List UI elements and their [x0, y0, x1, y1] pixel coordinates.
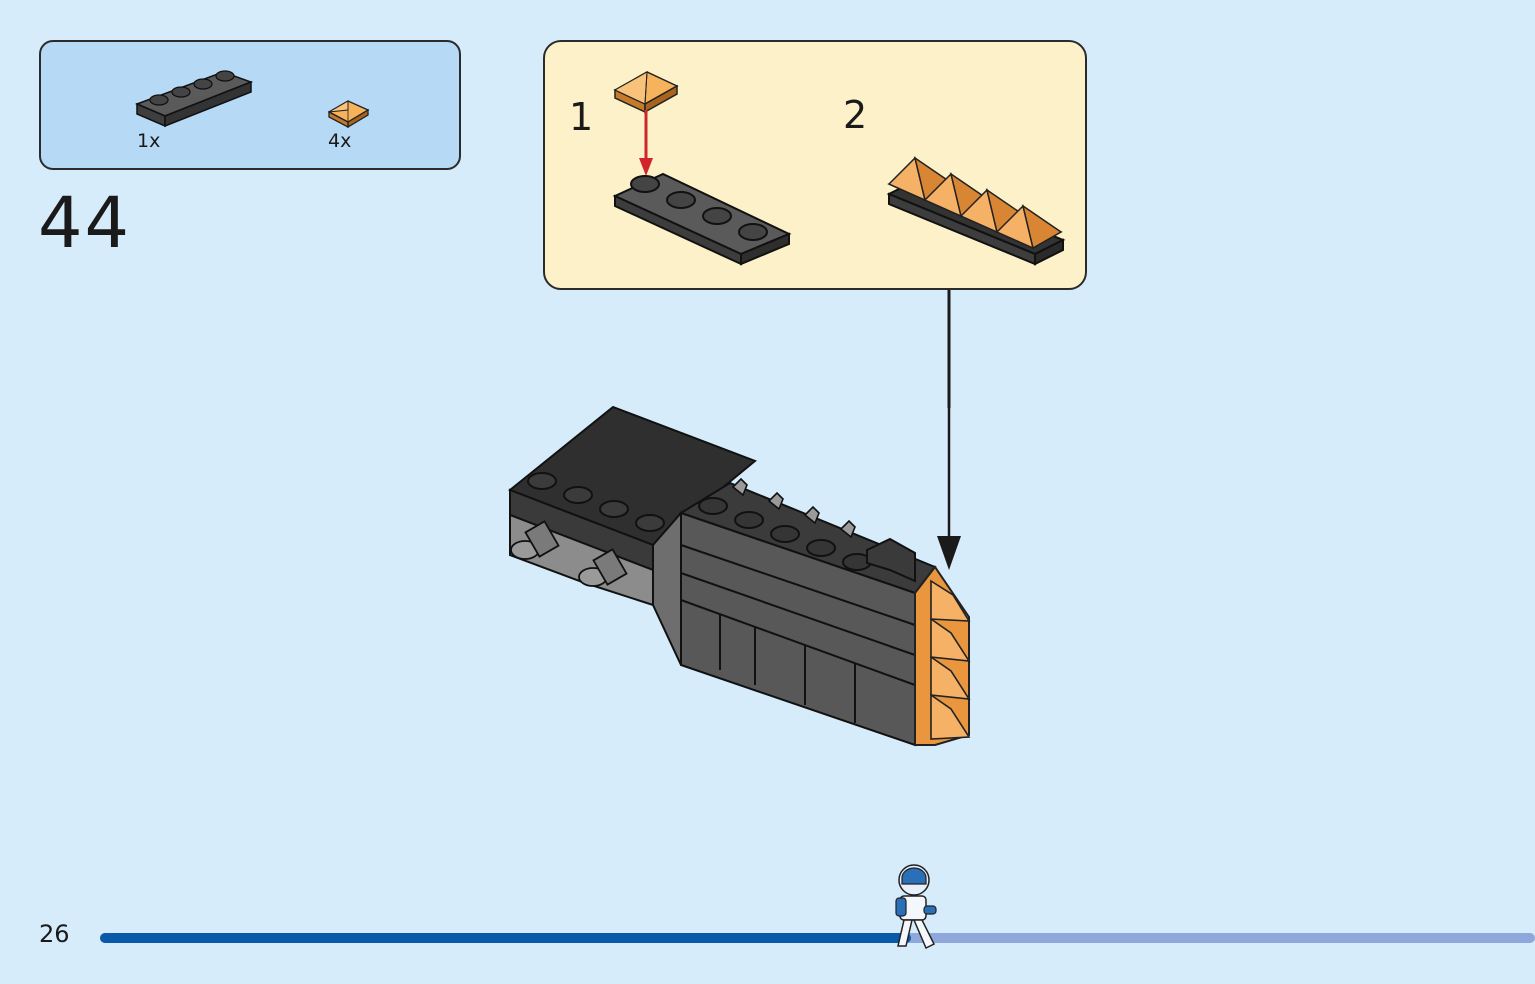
plate-1x4-part-image [134, 70, 254, 128]
progress-bar-fill [100, 933, 911, 943]
progress-bar [100, 933, 1535, 943]
page-number: 26 [39, 920, 70, 948]
sub-assembly-box: 1 2 [543, 40, 1087, 290]
sub-step-label-2: 2 [843, 93, 868, 137]
sub-step-label-1: 1 [569, 95, 594, 139]
sub-step-2-assembly-image [886, 156, 1066, 266]
callout-arrow-icon [937, 290, 961, 570]
step-number: 44 [38, 182, 132, 264]
sub-step-1-pyramid-image [613, 71, 679, 114]
main-model-image [508, 405, 971, 747]
placement-arrow-icon [639, 110, 653, 176]
part-qty-pyramid: 4x [328, 130, 352, 152]
pyramid-tile-part-image [327, 100, 370, 129]
part-qty-plate: 1x [137, 130, 161, 152]
astronaut-minifig-icon [895, 864, 937, 950]
parts-list-box: 1x 4x [39, 40, 461, 170]
sub-step-1-plate-image [612, 172, 792, 266]
